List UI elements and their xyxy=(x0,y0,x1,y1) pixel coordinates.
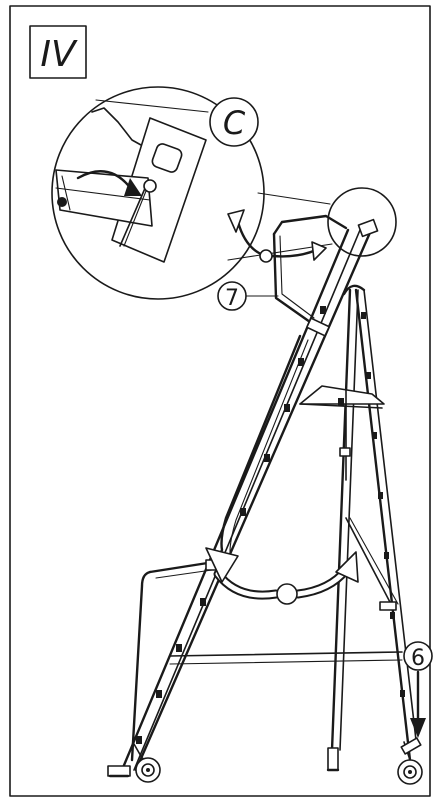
ladder xyxy=(107,218,417,778)
callout-6-badge xyxy=(403,641,433,671)
rear-steps xyxy=(361,312,405,697)
callout-6-label: 6 xyxy=(411,646,425,671)
rear-stile-left-inner xyxy=(339,289,359,751)
detail-source-circle xyxy=(327,187,397,257)
front-caster-wheel xyxy=(133,743,161,783)
rear-stile-left xyxy=(330,288,352,752)
guard-rail xyxy=(130,214,348,762)
callout-7-label: 7 xyxy=(225,286,239,311)
detail-label: C xyxy=(223,104,246,142)
rear-stile-right xyxy=(354,288,412,762)
magnifier-connector-line xyxy=(257,192,331,205)
front-stile-left xyxy=(120,228,350,772)
front-steps xyxy=(136,306,326,744)
callout-7-badge xyxy=(217,281,247,311)
front-stile-right xyxy=(134,226,374,772)
front-stile-left-inner xyxy=(133,229,361,771)
upper-rotation-arrow xyxy=(227,209,327,263)
detail-magnifier: C xyxy=(51,86,333,300)
detail-label-badge xyxy=(209,97,259,147)
panel-border xyxy=(9,5,431,797)
lower-rotation-arrow xyxy=(205,547,359,605)
step-label: IV xyxy=(40,34,78,75)
step-label-box: IV xyxy=(29,25,87,79)
rear-caster-wheel xyxy=(397,737,423,785)
callout-7: 7 xyxy=(217,281,279,311)
rear-stile-right-inner xyxy=(363,289,417,741)
platform-tray xyxy=(299,385,385,405)
callout-6: 6 xyxy=(403,641,433,738)
